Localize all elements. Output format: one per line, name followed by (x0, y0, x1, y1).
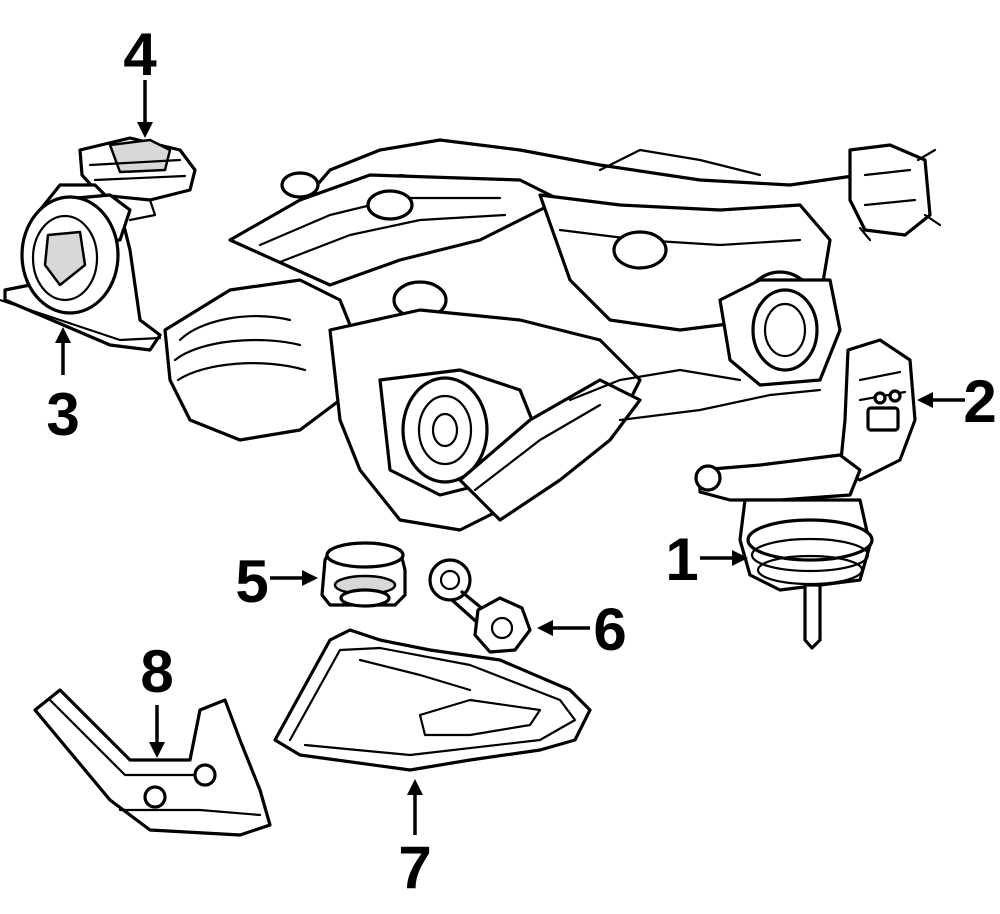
engine-block (163, 138, 942, 532)
callout-8: 8 (140, 638, 173, 705)
part-3-left-mount (0, 183, 162, 352)
part-6-stud (428, 558, 532, 654)
callout-3: 3 (46, 381, 79, 448)
callout-leaders (55, 80, 965, 835)
part-1-engine-mount (694, 453, 874, 650)
part-5-bushing (320, 541, 407, 608)
part-2-right-bracket (838, 338, 917, 482)
part-7-skid-plate (273, 628, 592, 772)
part-8-bracket (33, 688, 272, 837)
callout-6: 6 (593, 596, 626, 663)
callout-4: 4 (123, 21, 157, 88)
callout-1: 1 (665, 526, 698, 593)
callout-5: 5 (235, 548, 268, 615)
callout-7: 7 (398, 834, 431, 901)
part-4-mount-bracket (78, 136, 197, 222)
callout-2: 2 (963, 368, 996, 435)
